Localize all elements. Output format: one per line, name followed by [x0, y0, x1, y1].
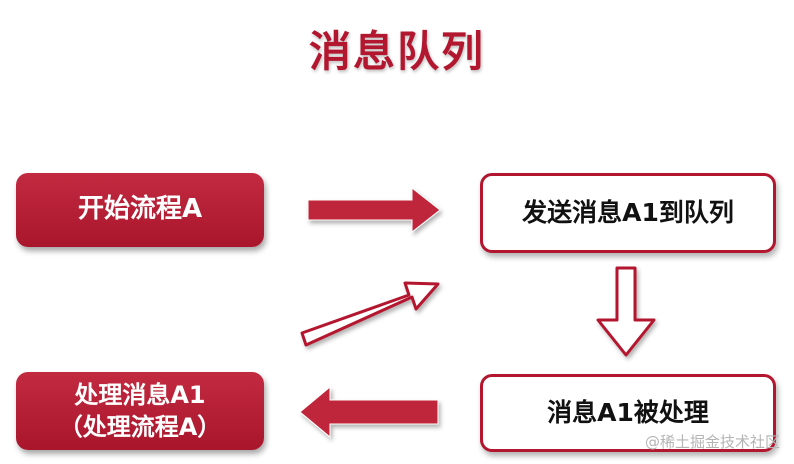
node-start-process: 开始流程A	[16, 173, 264, 247]
page-title: 消息队列	[308, 27, 485, 76]
node-send-message: 发送消息A1到队列	[480, 173, 776, 253]
node-handle-message: 处理消息A1 （处理流程A）	[16, 372, 264, 450]
arrow-down	[596, 266, 656, 357]
arrow-right	[307, 186, 441, 234]
node-message-processed-label: 消息A1被处理	[547, 398, 709, 428]
arrow-diagonal	[300, 281, 440, 347]
node-message-processed: 消息A1被处理	[480, 374, 776, 452]
node-handle-message-line1: 处理消息A1	[74, 380, 206, 409]
node-handle-message-line2: （处理流程A）	[58, 413, 222, 441]
watermark: @稀土掘金技术社区	[644, 433, 780, 451]
arrow-left	[299, 385, 439, 439]
node-start-process-label: 开始流程A	[77, 194, 203, 225]
node-send-message-label: 发送消息A1到队列	[522, 198, 734, 228]
